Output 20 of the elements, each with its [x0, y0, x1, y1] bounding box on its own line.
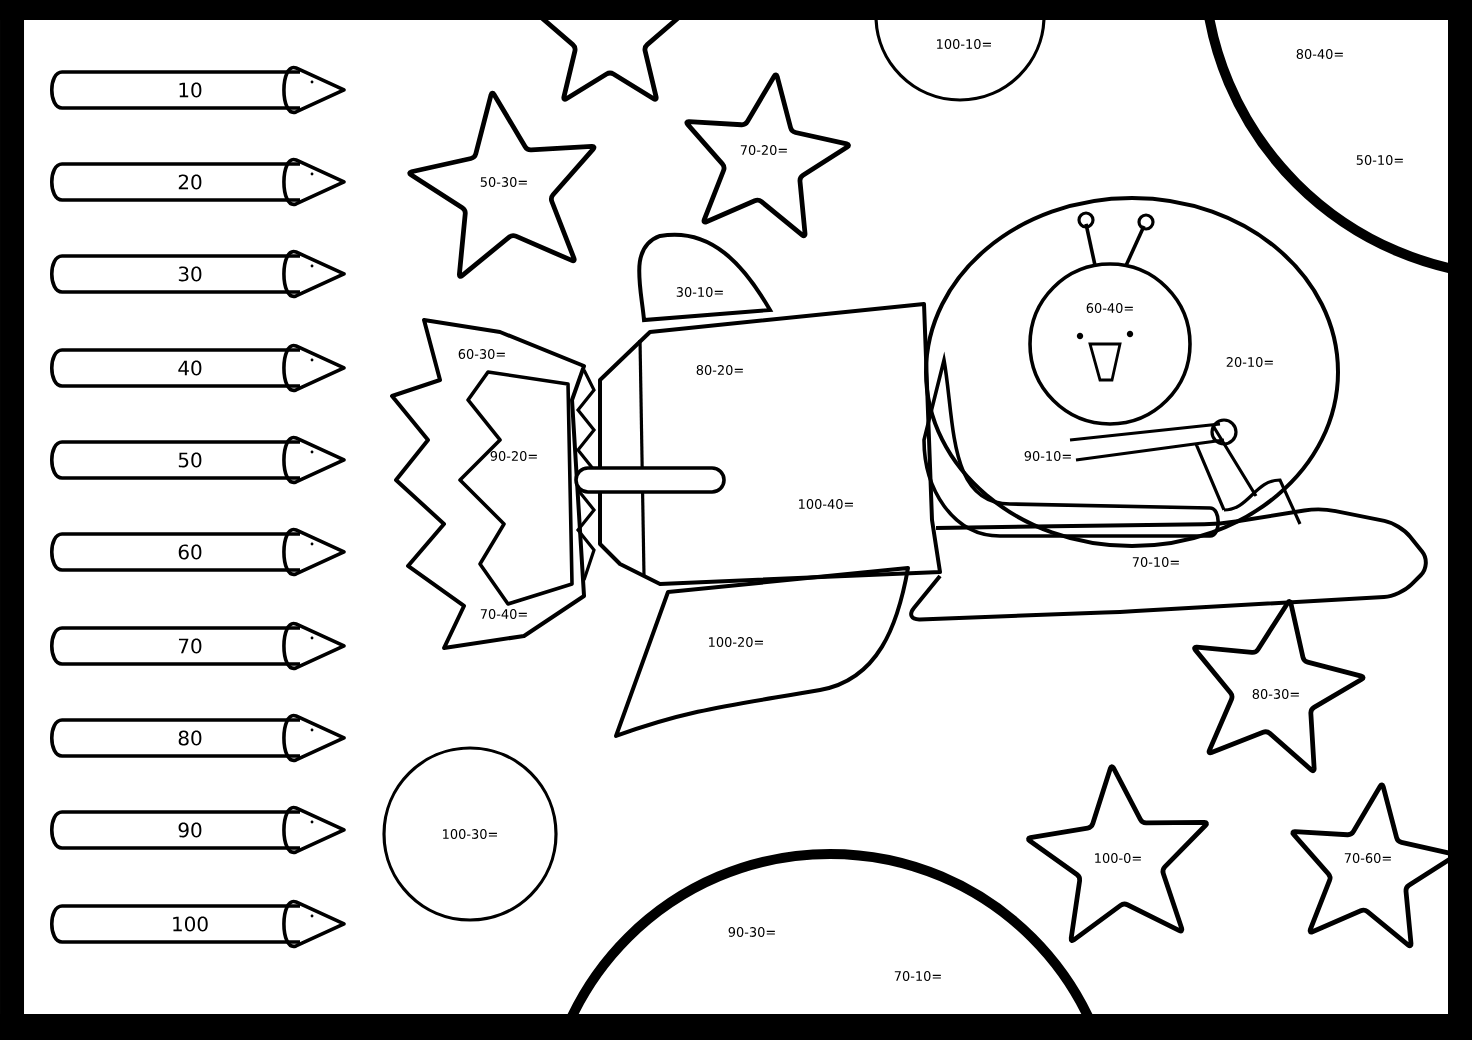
node-label: 70	[178, 638, 202, 654]
node-label: 80	[178, 730, 202, 746]
node-label: 20	[178, 174, 202, 190]
pencil: 30	[50, 249, 346, 299]
pencil: 90	[50, 805, 346, 855]
node-label: 100	[173, 916, 208, 932]
node-label: 10	[179, 82, 202, 98]
node-label: 40	[178, 360, 202, 376]
pencil: 60	[50, 527, 346, 577]
pencil: 10	[50, 65, 346, 115]
node-label: 30	[178, 266, 202, 282]
pencil: 100	[50, 899, 346, 949]
node-label: 60	[178, 544, 202, 560]
pencil: 20	[50, 157, 346, 207]
pencil: 40	[50, 343, 346, 393]
pencil: 70	[50, 621, 346, 671]
node-label: 90	[178, 822, 202, 838]
node-label: 50	[178, 452, 202, 468]
pencil: 50	[50, 435, 346, 485]
pencil: 80	[50, 713, 346, 763]
